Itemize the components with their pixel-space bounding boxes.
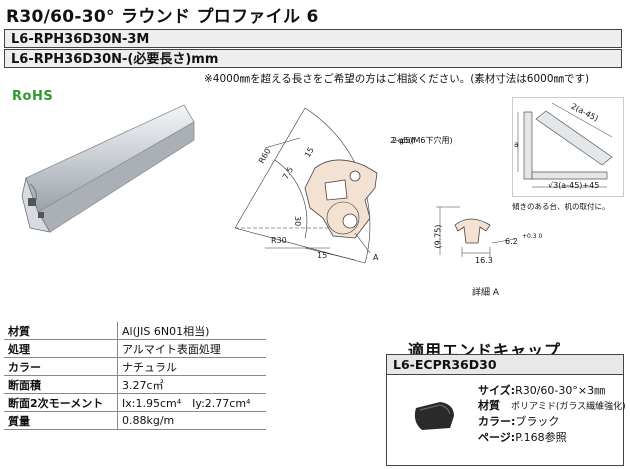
endcap-page: ページ:P.168参照	[478, 431, 567, 444]
endcap-color: カラー:ブラック	[478, 415, 560, 428]
rohs-logo: RoHS	[12, 89, 54, 104]
detail-tol: +0.3 0	[522, 233, 543, 240]
detail-h975: (9.75)	[433, 224, 443, 249]
page-title: R30/60-30° ラウンド プロファイル 6	[6, 7, 319, 27]
label-r60: R60	[257, 147, 273, 165]
label-r30: R30	[271, 236, 287, 245]
hole-label: 2-φ5(M6下穴用)	[392, 136, 453, 145]
endcap-material: 材質 ポリアミド(ガラス繊維強化)	[478, 399, 626, 412]
label-15a: 15	[303, 146, 316, 159]
cross-section-drawing: R60 R30 7.5 15 30 15 2-φ5(M6下穴用) A	[234, 107, 415, 264]
label-15b: 15	[317, 251, 327, 260]
detail-caption: 詳細 A	[472, 288, 500, 298]
label-7-5: 7.5	[281, 165, 295, 181]
mount-a-label: a	[514, 140, 519, 149]
detail-w163: 16.3	[475, 256, 493, 265]
label-hole: 2-φ5(M6下穴用)	[390, 135, 415, 145]
mount-caption: 傾きのある台、机の取付に。	[512, 202, 610, 211]
detail-d62: 6.2	[505, 237, 518, 246]
profile-photo	[21, 104, 195, 233]
product-code-custom: L6-RPH36D30N-(必要長さ)mm	[4, 49, 622, 68]
endcap-code: L6-ECPR36D30	[387, 355, 623, 375]
table-row: カラーナチュラル	[4, 357, 266, 376]
detail-a-drawing	[436, 206, 516, 257]
table-row: 処理アルマイト表面処理	[4, 339, 266, 358]
mount-bottom-label: √3(a-45)+45	[548, 181, 600, 190]
endcap-image	[414, 402, 454, 430]
label-30: 30	[293, 216, 302, 226]
length-note: ※4000㎜を超える長さをご希望の方はご相談ください。(素材寸法は6000㎜です…	[204, 73, 590, 85]
endcap-size: サイズ:R30/60-30°×3㎜	[478, 384, 606, 397]
label-a: A	[373, 253, 379, 262]
mounting-drawing	[512, 97, 624, 197]
product-code-fixed: L6-RPH36D30N-3M	[4, 29, 622, 48]
